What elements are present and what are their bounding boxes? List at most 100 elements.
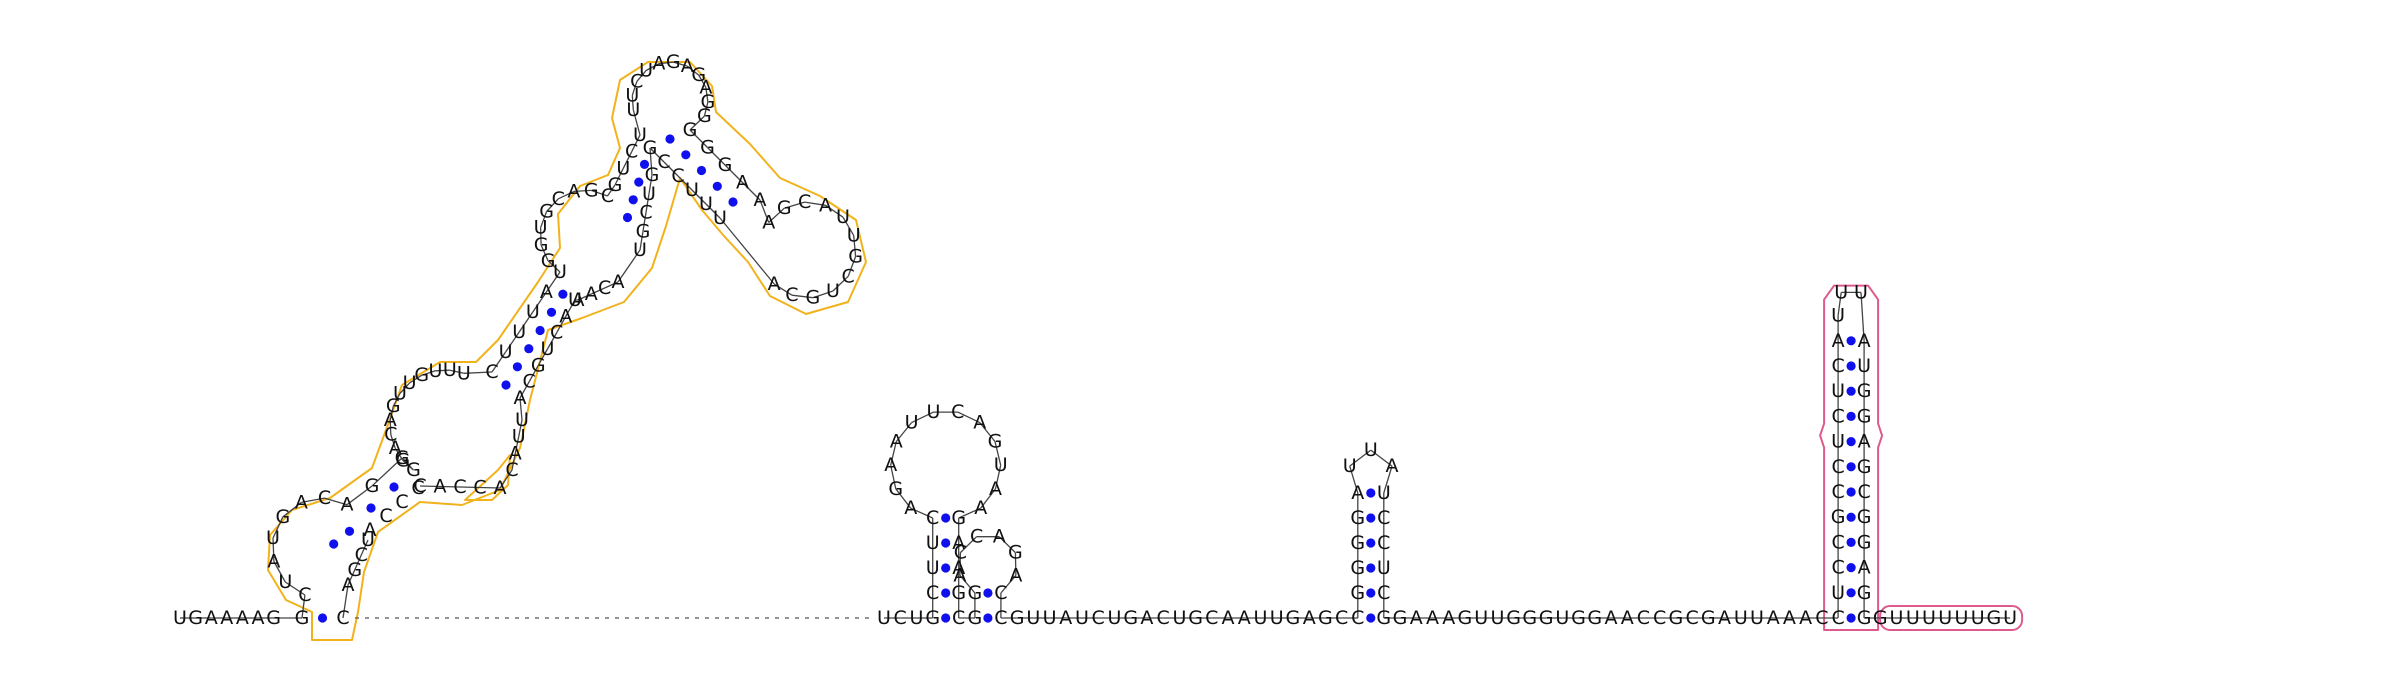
main-domain-nucleotide: G [636,220,651,242]
main-domain-nucleotide: C [379,505,392,527]
backbone-line [895,488,912,509]
base-pair-dot [512,362,523,372]
backbone-line [558,190,575,200]
main-domain-nucleotide: G [691,64,706,86]
hairpin-1-nucleotide: A [952,557,965,579]
five-prime-nucleotide: U [173,607,187,629]
main-domain-nucleotide: A [699,77,712,99]
backbone-line [354,554,362,571]
hairpin-1-nucleotide: A [989,478,1002,500]
backbone-line [540,244,549,262]
backbone-nucleotide: A [1718,607,1731,629]
main-domain-nucleotide: A [652,53,665,75]
backbone-line [547,260,561,273]
main-domain-nucleotide: U [713,207,727,229]
backbone-line [519,397,523,421]
base-pair-dot [681,150,691,160]
backbone-line [272,516,284,539]
main-domain-nucleotide: U [568,289,582,311]
backbone-nucleotide: U [1254,607,1268,629]
hairpin-3-nucleotide: U [1343,455,1357,477]
main-domain-nucleotide: U [457,362,471,384]
backbone-line [389,420,392,435]
backbone-line [994,441,1002,466]
main-domain-nucleotide: U [278,571,292,593]
backbone-line [479,486,501,489]
main-domain-nucleotide: C [625,141,638,163]
backbone-line [346,485,373,506]
main-domain-nucleotide: U [266,527,280,549]
hairpin-3-nucleotide: G [1350,532,1365,554]
backbone-line [832,275,849,292]
base-pair-dot [1846,361,1856,371]
terminator-nucleotide: G [1857,506,1872,528]
backbone-line [419,485,441,488]
backbone-line [389,406,394,421]
backbone-line [707,147,726,166]
backbone-line [994,465,1002,490]
hairpin-3-nucleotide: C [1351,607,1364,629]
backbone-nucleotide: C [1653,607,1666,629]
backbone-line [499,469,513,489]
five-prime-nucleotide: A [220,607,233,629]
backbone-line [1014,552,1017,576]
base-pair-dot [634,177,644,187]
terminator-nucleotide: G [1857,531,1872,553]
base-pair-dot [501,380,511,390]
terminator-nucleotide: U [1857,355,1871,377]
backbone-line [631,95,634,110]
backbone-line [392,393,401,407]
main-domain-nucleotide: U [633,124,647,146]
backbone-line [604,281,619,289]
terminator-nucleotide: U [1831,431,1845,453]
terminator-nucleotide: C [1831,531,1844,553]
main-domain-nucleotide: G [396,449,411,471]
hairpin-1-nucleotide: C [952,607,965,629]
hairpin-1-nucleotide: A [952,532,965,554]
main-domain-nucleotide: A [819,194,832,216]
hairpin-1-nucleotide: U [926,532,940,554]
three-prime-nucleotide: G [1987,607,2002,629]
base-pair-dot [546,307,557,317]
backbone-line [631,134,641,152]
main-domain-nucleotide: C [842,265,855,287]
backbone-nucleotide: A [1410,607,1423,629]
main-domain-nucleotide: G [645,164,660,186]
backbone-line [1000,574,1017,594]
hairpin-1-nucleotide: A [884,454,897,476]
main-domain-nucleotide: U [443,359,457,381]
backbone-line [360,539,369,556]
main-domain-outline [267,61,867,641]
backbone-line [698,74,707,88]
main-domain-nucleotide: A [768,273,781,295]
backbone-line [401,457,414,471]
base-pair-dot [983,613,993,623]
linker-nucleotide: U [877,607,891,629]
five-prime-nucleotide: G [266,607,281,629]
backbone-line [890,465,897,490]
terminator-nucleotide: G [1857,405,1872,427]
backbone-line [958,507,981,519]
backbone-line [324,497,348,506]
backbone-line [439,485,461,488]
backbone-nucleotide: U [1270,607,1284,629]
main-domain-nucleotide: U [633,239,647,261]
backbone-nucleotide: G [1393,607,1408,629]
main-domain-nucleotide: U [515,409,529,431]
five-prime-nucleotide: G [188,607,203,629]
main-domain-nucleotide: G [848,246,863,268]
backbone-line [642,212,647,232]
terminator-nucleotide: A [1858,557,1871,579]
backbone-line [658,61,674,65]
linker-nucleotide: U [909,607,923,629]
main-domain-nucleotide: C [523,371,536,393]
backbone-nucleotide: U [1108,607,1122,629]
backbone-line [812,290,834,299]
backbone-nucleotide: A [1767,607,1780,629]
backbone-nucleotide: C [1335,607,1348,629]
main-domain-nucleotide: G [666,51,681,73]
hairpin-2-nucleotide: C [994,607,1007,629]
backbone-line [636,70,647,83]
backbone-line [614,168,624,186]
